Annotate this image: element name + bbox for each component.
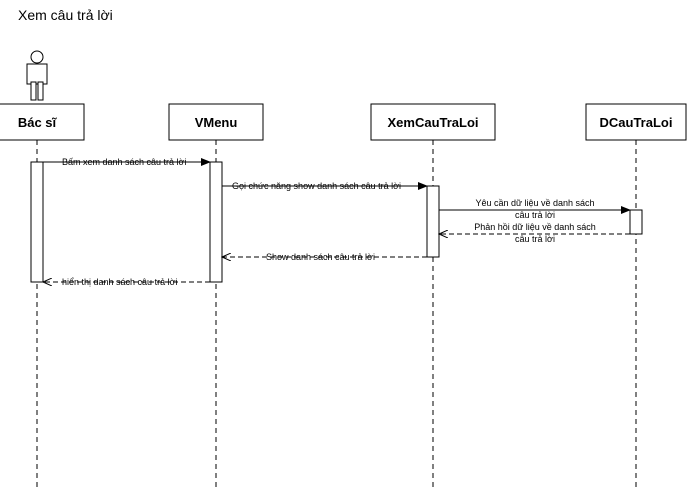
message-6: hiển thị danh sách câu trả lời — [43, 277, 210, 287]
message-label: Gọi chức năng show danh sách câu trả lời — [232, 181, 401, 191]
activation-bar — [30, 161, 44, 283]
activation-bar — [629, 209, 643, 235]
message-1: Bấm xem danh sách câu trả lời — [43, 157, 211, 167]
lifeline-label: Bác sĩ — [18, 115, 58, 130]
message-5: Show danh sách câu trả lời — [222, 252, 427, 262]
lifeline-label: DCauTraLoi — [600, 115, 673, 130]
message-4: Phản hồi dữ liệu về danh sách câu trả lờ… — [439, 222, 630, 244]
lifeline-label: XemCauTraLoi — [387, 115, 478, 130]
activation-bar — [426, 185, 440, 258]
diagram-title: Xem câu trả lời — [18, 7, 113, 23]
message-label: câu trả lời — [515, 234, 555, 244]
message-label: Show danh sách câu trả lời — [266, 252, 375, 262]
lifeline-dcautraloi: DCauTraLoi — [585, 103, 687, 489]
message-label: Bấm xem danh sách câu trả lời — [62, 157, 186, 167]
message-label: Yêu cần dữ liệu về danh sách — [475, 198, 594, 208]
lifeline-xemcautraloi: XemCauTraLoi — [370, 103, 496, 489]
lifeline-label: VMenu — [195, 115, 238, 130]
message-3: Yêu cần dữ liệu về danh sách câu trả lời — [439, 198, 631, 220]
message-2: Gọi chức năng show danh sách câu trả lời — [222, 181, 428, 191]
actor-icon — [26, 50, 48, 101]
activation-bar — [209, 161, 223, 283]
message-label: hiển thị danh sách câu trả lời — [62, 277, 177, 287]
message-label: câu trả lời — [515, 210, 555, 220]
message-label: Phản hồi dữ liệu về danh sách — [474, 222, 596, 232]
lifeline-vmenu: VMenu — [168, 103, 264, 489]
lifeline-bacsi: Bác sĩ — [0, 103, 85, 489]
